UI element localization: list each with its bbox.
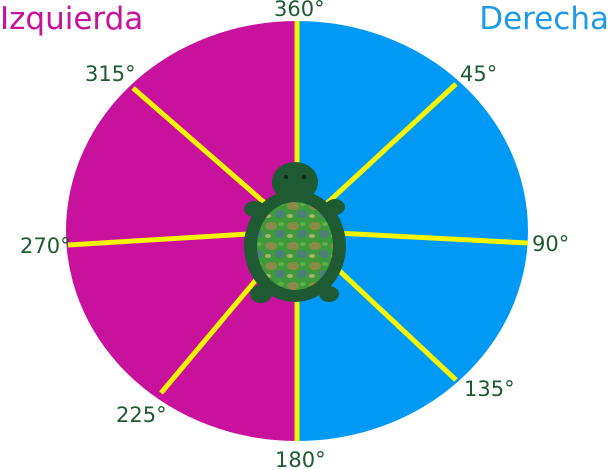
angle-label-270: 270° [20, 234, 71, 258]
left-side-label: Izquierda [0, 1, 144, 37]
angle-label-180: 180° [275, 448, 326, 470]
angle-label-360: 360° [274, 0, 325, 21]
turtle-icon [244, 162, 346, 303]
right-half [297, 21, 528, 441]
angle-label-90: 90° [532, 232, 570, 256]
angle-label-225: 225° [116, 403, 167, 427]
angle-label-135: 135° [464, 377, 515, 401]
right-side-label: Derecha [479, 1, 609, 37]
angle-label-315: 315° [85, 62, 136, 86]
angle-label-45: 45° [460, 62, 498, 86]
left-half [66, 21, 297, 441]
